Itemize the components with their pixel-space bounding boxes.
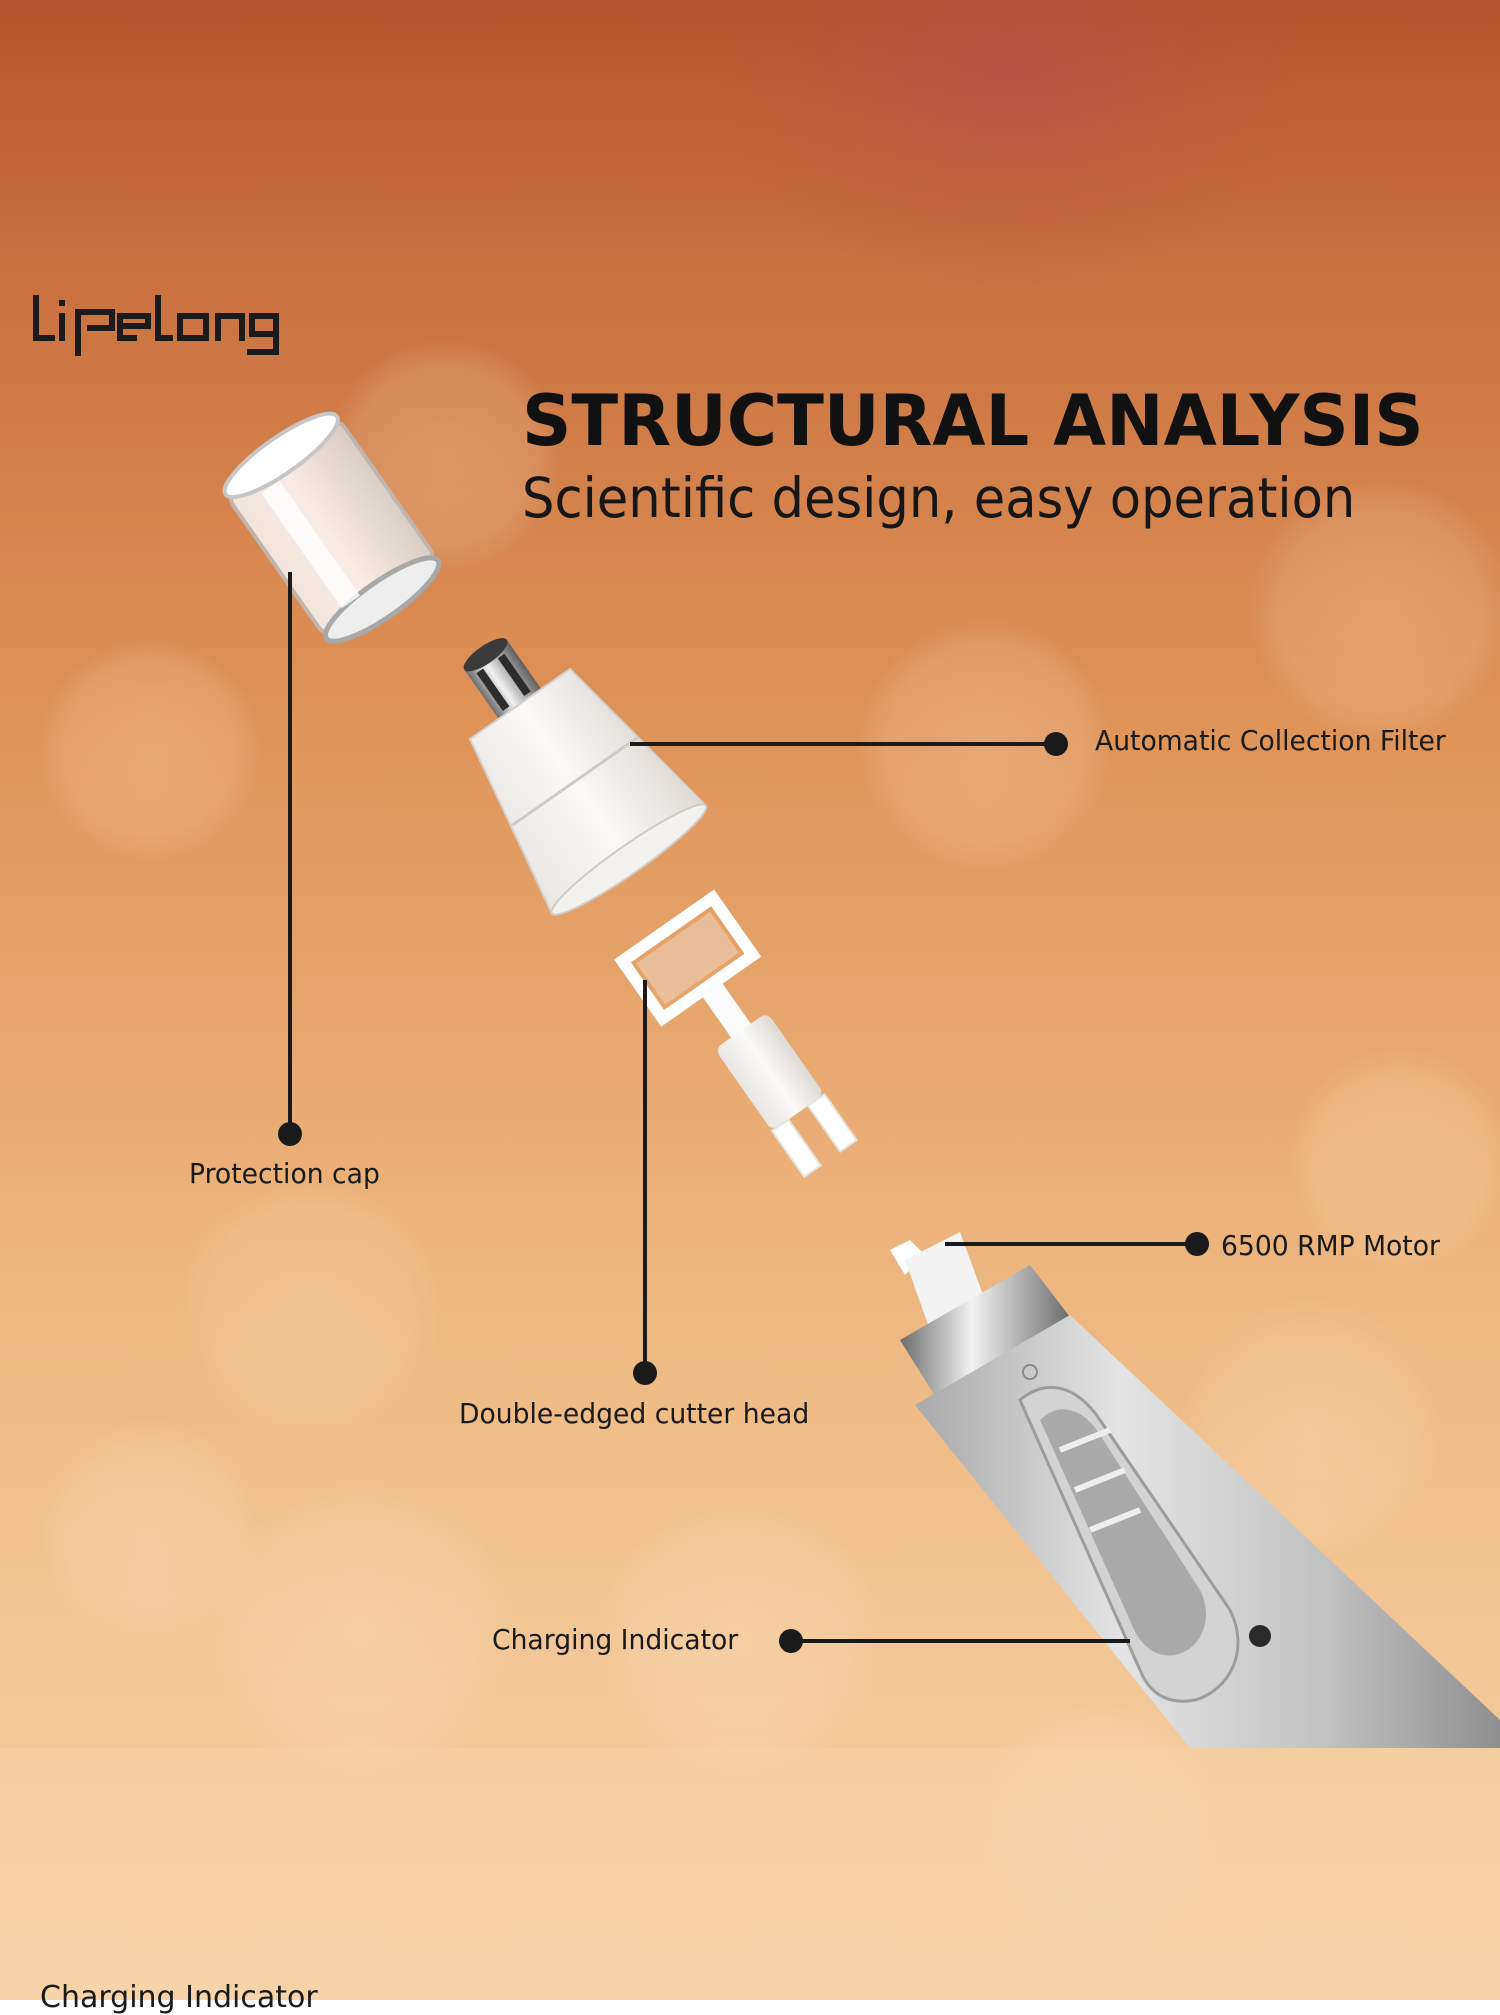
callout-automatic-collection-filter: Automatic Collection Filter (1095, 724, 1446, 757)
callout-cutter-head: Double-edged cutter head (459, 1397, 810, 1430)
cutter-head-part (614, 889, 858, 1179)
bokeh-light (180, 1180, 440, 1440)
bokeh-light (210, 1480, 510, 1780)
leader-lines (278, 572, 1209, 1653)
bokeh-light (40, 640, 260, 860)
callout-motor: 6500 RMP Motor (1221, 1229, 1440, 1262)
footer-partial-text: Charging Indicator (40, 1980, 318, 2015)
callout-protection-cap: Protection cap (189, 1157, 380, 1190)
callout-charging-indicator: Charging Indicator (492, 1623, 739, 1656)
protection-cap-part (222, 411, 442, 644)
trimmer-body-part (890, 1232, 1500, 1748)
bottom-strip (0, 1748, 1500, 2000)
collection-filter-part (463, 638, 708, 916)
bokeh-light (1250, 480, 1500, 740)
brand-logo (33, 295, 279, 356)
bokeh-light (40, 1420, 260, 1640)
page-subtitle: Scientific design, easy operation (522, 466, 1356, 530)
bokeh-light (1290, 1050, 1500, 1270)
page-title: STRUCTURAL ANALYSIS (522, 380, 1424, 462)
